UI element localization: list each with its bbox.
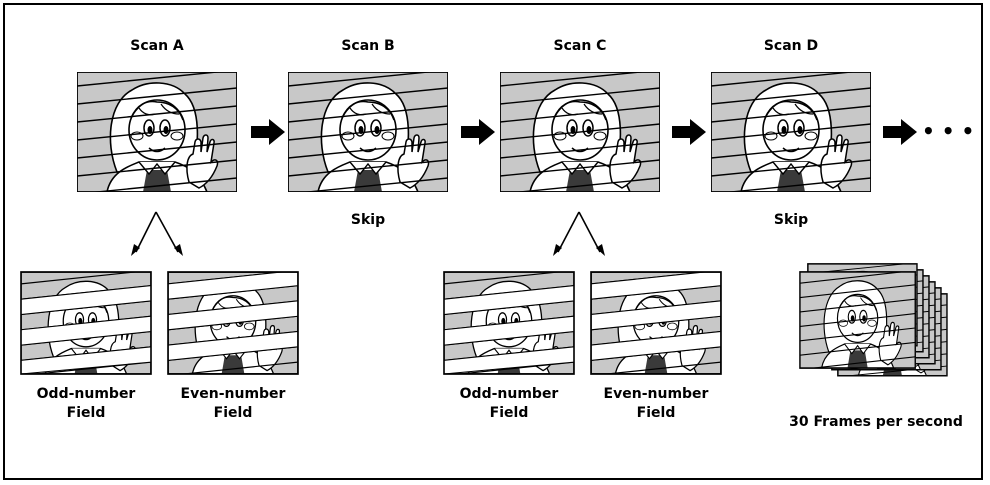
odd-field-frame-a (20, 271, 152, 375)
arrow-right-icon (461, 119, 495, 145)
split-arrows-a (135, 211, 179, 253)
arrow-head-icon (174, 244, 183, 256)
scan-d-skip-note: Skip (774, 212, 808, 228)
field-1-line1: Odd-number (37, 386, 136, 402)
scan-d-label: Scan D (764, 38, 818, 54)
arrow-right-icon (883, 119, 917, 145)
field-4-line2: Field (637, 405, 676, 421)
scan-a-label: Scan A (130, 38, 184, 54)
field-1-line2: Field (67, 405, 106, 421)
split-arrows-c (557, 211, 601, 253)
field-4-line1: Even-number (604, 386, 709, 402)
scan-b-label: Scan B (341, 38, 394, 54)
field-2-line2: Field (214, 405, 253, 421)
scan-b-frame (288, 72, 448, 192)
scan-a-frame (77, 72, 237, 192)
continuation-dots: • • • (922, 119, 974, 143)
scan-b-skip-note: Skip (351, 212, 385, 228)
arrow-right-icon (251, 119, 285, 145)
scan-d-frame (711, 72, 871, 192)
field-3-line2: Field (490, 405, 529, 421)
frame-stack (799, 263, 948, 377)
arrow-head-icon (553, 244, 562, 256)
stack-caption: 30 Frames per second (789, 414, 963, 430)
even-field-frame-c (590, 271, 722, 375)
scan-c-label: Scan C (554, 38, 607, 54)
scan-c-frame (500, 72, 660, 192)
odd-field-frame-c (443, 271, 575, 375)
even-field-frame-a (167, 271, 299, 375)
arrow-head-icon (131, 244, 140, 256)
arrow-right-icon (672, 119, 706, 145)
arrow-head-icon (596, 244, 605, 256)
field-2-line1: Even-number (181, 386, 286, 402)
field-3-line1: Odd-number (460, 386, 559, 402)
